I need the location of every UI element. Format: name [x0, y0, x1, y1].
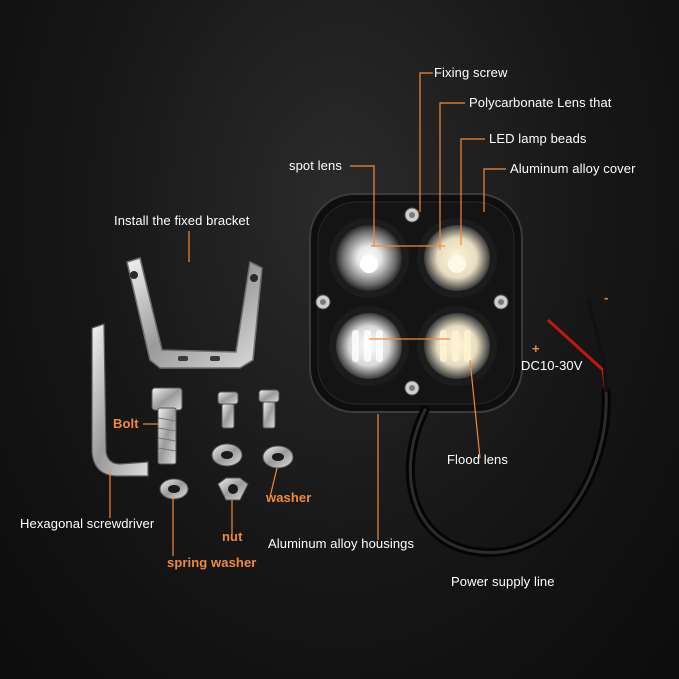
- flood-lens-left: [329, 306, 409, 386]
- flood-lens-right: [417, 306, 497, 386]
- label-washer: washer: [266, 490, 312, 505]
- label-aluminum-alloy-cover: Aluminum alloy cover: [510, 161, 636, 176]
- label-bolt: Bolt: [113, 416, 139, 431]
- label-polycarbonate-lens: Polycarbonate Lens that: [469, 95, 612, 110]
- label-fixing-screw: Fixing screw: [434, 65, 508, 80]
- label-install-fixed-bracket: Install the fixed bracket: [114, 213, 250, 228]
- washers: [159, 443, 294, 500]
- bolt: [151, 387, 183, 465]
- nut: [217, 477, 249, 501]
- label-spot-lens: spot lens: [289, 158, 342, 173]
- leader-lines: [109, 72, 506, 556]
- lamp-housing: [309, 193, 523, 413]
- label-power-supply-line: Power supply line: [451, 574, 555, 589]
- spot-lens-right: [417, 218, 497, 298]
- label-negative: -: [604, 290, 609, 305]
- label-hexagonal-screwdriver: Hexagonal screwdriver: [20, 516, 155, 531]
- mounting-bracket: [126, 257, 263, 369]
- spot-lens-left: [329, 218, 409, 298]
- label-led-lamp-beads: LED lamp beads: [489, 131, 587, 146]
- small-screws: [217, 389, 280, 429]
- housing-screws: [315, 207, 509, 396]
- label-spring-washer: spring washer: [167, 555, 257, 570]
- hex-key: [91, 323, 149, 477]
- label-aluminum-alloy-housings: Aluminum alloy housings: [268, 536, 415, 551]
- label-positive: +: [532, 341, 540, 356]
- label-nut: nut: [222, 529, 243, 544]
- label-voltage: DC10-30V: [521, 358, 583, 373]
- label-flood-lens: Flood lens: [447, 452, 508, 467]
- power-cable: [405, 297, 611, 557]
